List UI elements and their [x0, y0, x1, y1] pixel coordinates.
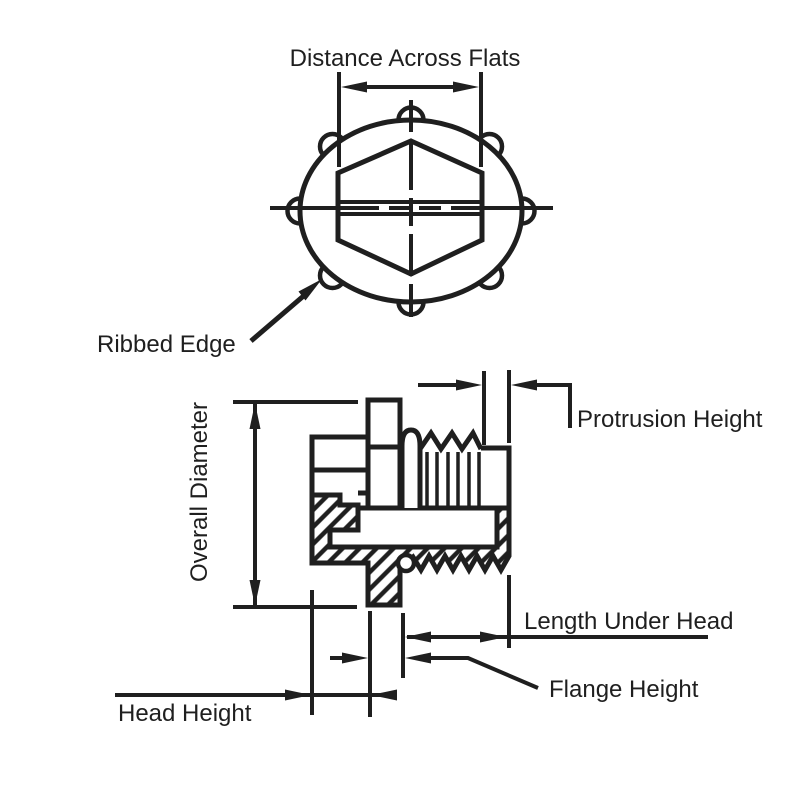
length-under-head-label: Length Under Head — [524, 608, 733, 635]
extension-lines — [401, 575, 511, 678]
extension-lines — [310, 590, 372, 717]
o-ring-circle — [395, 552, 417, 574]
arrowhead — [298, 279, 322, 301]
extension-lines — [337, 72, 483, 167]
extension-lines — [233, 400, 358, 609]
thread-crest-zigzag — [417, 428, 484, 454]
arrowhead-left-pointing — [511, 379, 537, 391]
flange-bar — [365, 397, 403, 508]
dimension-length-under-head: Length Under Head — [401, 575, 733, 678]
protrusion-height-label: Protrusion Height — [577, 406, 763, 433]
dimension-protrusion-height: Protrusion Height — [418, 370, 763, 445]
thread-first-crest — [399, 427, 423, 508]
callout-ribbed-edge: Ribbed Edge — [97, 279, 322, 358]
arrowhead-left-pointing — [405, 652, 431, 664]
head-height-label: Head Height — [118, 700, 252, 727]
distance-across-flats-label: Distance Across Flats — [290, 45, 521, 72]
extension-lines — [482, 370, 511, 445]
flange-height-label: Flange Height — [549, 676, 699, 703]
dimension-distance-across-flats: Distance Across Flats — [290, 45, 521, 167]
pilot-end — [481, 445, 512, 508]
shank-slab — [327, 505, 500, 550]
top-view: Distance Across Flats Ribbed Edge — [97, 45, 553, 358]
ribbed-edge-label: Ribbed Edge — [97, 331, 236, 358]
arrowhead-right-pointing — [285, 689, 311, 701]
arrowhead-left-pointing — [371, 689, 397, 701]
arrowhead-right — [453, 81, 479, 93]
dimension-overall-diameter: Overall Diameter — [186, 400, 358, 609]
arrowhead-up — [249, 403, 261, 429]
leader-line — [429, 656, 539, 690]
arrowhead-right-pointing — [480, 631, 506, 643]
arrowhead-right-pointing — [456, 379, 482, 391]
leader-line — [249, 291, 309, 343]
arrowhead-right-pointing — [342, 652, 368, 664]
section-view: Overall Diameter Protrusion Height Lengt… — [115, 370, 763, 727]
head-profile — [309, 434, 368, 496]
arrowhead-left — [341, 81, 367, 93]
dimension-head-height: Head Height — [115, 590, 397, 727]
leader-line — [535, 383, 572, 428]
arrowhead-left-pointing — [405, 631, 431, 643]
overall-diameter-label: Overall Diameter — [186, 402, 213, 582]
thread-root-lines — [425, 452, 481, 508]
dimension-flange-height: Flange Height — [330, 652, 699, 703]
arrowhead-down — [249, 580, 261, 606]
